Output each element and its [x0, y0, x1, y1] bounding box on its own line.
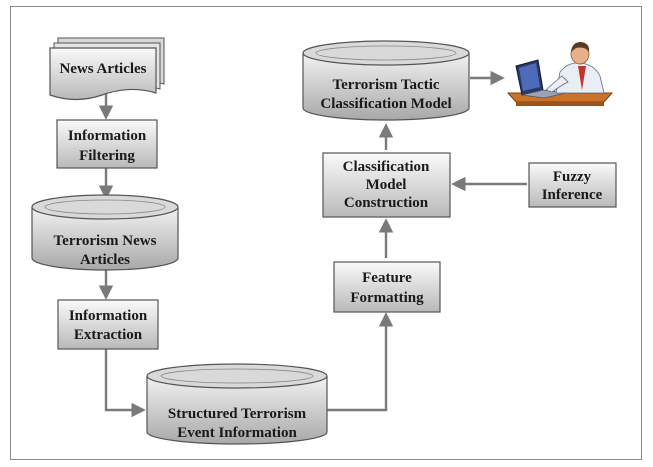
- information-extraction-label-1: Information: [69, 308, 148, 324]
- terrorism-news-articles-label-1: Terrorism News: [54, 233, 157, 249]
- news-articles-node: News Articles: [49, 37, 165, 101]
- fuzzy-inference-label-2: Inference: [542, 187, 603, 203]
- structured-event-label-1: Structured Terrorism: [168, 406, 307, 422]
- information-filtering-node: Information Filtering: [56, 119, 158, 169]
- tactic-model-label-2: Classification Model: [320, 96, 451, 112]
- feature-formatting-node: Feature Formatting: [333, 261, 441, 313]
- structured-event-information-node: Structured Terrorism Event Information: [146, 363, 328, 445]
- information-filtering-label-2: Filtering: [79, 148, 135, 164]
- fuzzy-inference-node: Fuzzy Inference: [528, 162, 617, 208]
- connectors: [98, 70, 527, 418]
- information-filtering-label-1: Information: [68, 128, 147, 144]
- arrow-extraction-to-structured: [104, 349, 146, 418]
- fuzzy-inference-label-1: Fuzzy: [553, 169, 592, 185]
- news-articles-label: News Articles: [59, 61, 146, 77]
- tactic-classification-model-node: Terrorism Tactic Classification Model: [302, 40, 470, 121]
- classification-construction-label-3: Construction: [344, 195, 429, 211]
- feature-formatting-label-1: Feature: [362, 270, 412, 286]
- structured-event-label-2: Event Information: [177, 425, 297, 441]
- information-extraction-node: Information Extraction: [57, 299, 159, 350]
- classification-construction-label-2: Model: [366, 177, 407, 193]
- person-at-laptop-icon: [506, 42, 614, 106]
- tactic-model-label-1: Terrorism Tactic: [332, 77, 439, 93]
- classification-model-construction-node: Classification Model Construction: [322, 152, 451, 218]
- information-extraction-label-2: Extraction: [74, 327, 143, 343]
- terrorism-news-articles-label-2: Articles: [80, 252, 130, 268]
- classification-construction-label-1: Classification: [343, 159, 430, 175]
- arrow-structured-to-feature: [326, 312, 394, 412]
- terrorism-news-articles-node: Terrorism News Articles: [31, 194, 179, 271]
- feature-formatting-label-2: Formatting: [350, 290, 424, 306]
